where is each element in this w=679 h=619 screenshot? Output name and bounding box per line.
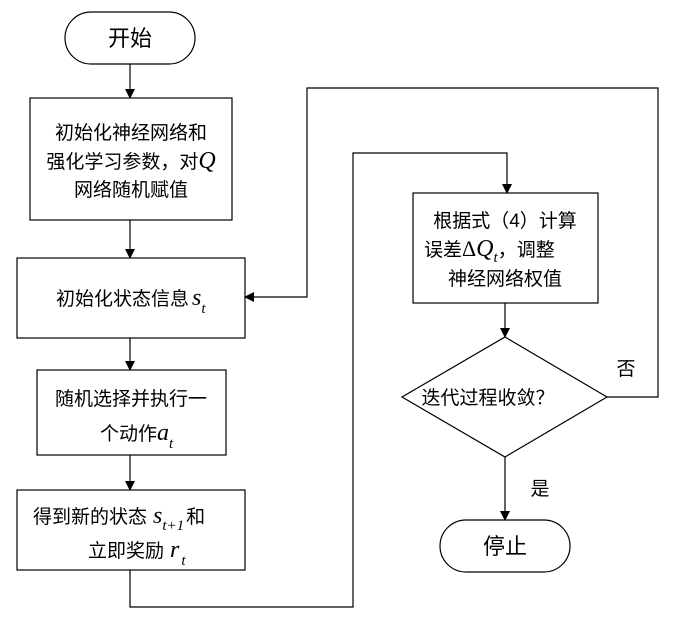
- select-action-line1: 随机选择并执行一: [55, 388, 207, 410]
- yes-label: 是: [530, 479, 549, 500]
- update-line3: 神经网络权值: [448, 268, 562, 290]
- update-weights-box: 根据式（4）计算 误差ΔQt，调整 神经网络权值: [412, 192, 599, 304]
- arrow-no-loop: [244, 87, 659, 398]
- decision-label: 迭代过程收敛？: [421, 387, 554, 409]
- init-params-box: 初始化神经网络和 强化学习参数，对Q 网络随机赋值: [29, 97, 233, 221]
- no-label: 否: [616, 359, 635, 380]
- convergence-decision: 迭代过程收敛？: [400, 336, 609, 458]
- update-line1: 根据式（4）计算: [433, 210, 577, 232]
- init-params-line3: 网络随机赋值: [74, 179, 188, 201]
- start-label: 开始: [108, 26, 152, 51]
- select-action-line2: 个动作at: [100, 420, 174, 452]
- start-terminal: 开始: [64, 11, 196, 65]
- arrow-newstate-to-update: [129, 152, 512, 608]
- update-line2: 误差ΔQt，调整: [424, 236, 555, 266]
- init-params-line1: 初始化神经网络和: [55, 122, 207, 144]
- stop-label: 停止: [483, 534, 527, 559]
- init-params-line2: 强化学习参数，对Q: [46, 148, 215, 174]
- select-action-box: 随机选择并执行一 个动作at: [36, 369, 227, 456]
- stop-terminal: 停止: [439, 519, 571, 573]
